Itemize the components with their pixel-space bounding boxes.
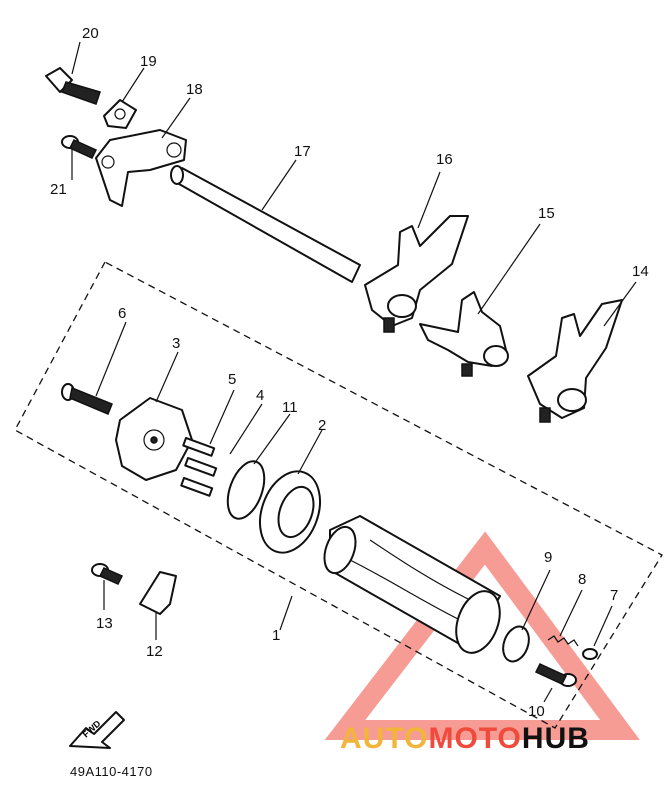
shift-fork-15: [419, 291, 509, 377]
callout-3: 3: [172, 335, 180, 352]
callout-12: 12: [146, 643, 163, 660]
watermark-logo: AUTOMOTOHUB: [340, 722, 590, 755]
callout-15: 15: [538, 205, 555, 222]
callout-8: 8: [578, 571, 586, 588]
pins-5: [180, 437, 218, 497]
screw-21: [61, 135, 98, 159]
callout-6: 6: [118, 305, 126, 322]
nut-19: [103, 99, 137, 129]
callout-2: 2: [318, 417, 326, 434]
watermark-triangle: [324, 531, 640, 740]
diagram-code: 49A110-4170: [70, 764, 153, 779]
stopper-12: [139, 571, 177, 615]
callout-20: 20: [82, 25, 99, 42]
fwd-arrow-icon: FWD: [69, 711, 125, 749]
segment-3: [115, 397, 193, 481]
bolt-20: [45, 67, 101, 105]
callout-4: 4: [256, 387, 264, 404]
callout-21: 21: [50, 181, 67, 198]
callout-10: 10: [528, 703, 545, 720]
callout-5: 5: [228, 371, 236, 388]
spring-8: [547, 635, 579, 647]
callout-7: 7: [610, 587, 618, 604]
callout-17: 17: [294, 143, 311, 160]
bolt-6: [61, 383, 113, 415]
shift-fork-16: [364, 215, 469, 333]
pin-7: [582, 648, 598, 660]
callout-11: 11: [282, 399, 298, 416]
shift-shaft: [170, 165, 361, 283]
screw-10: [534, 663, 577, 687]
callout-16: 16: [436, 151, 453, 168]
callout-numbers: 20 19 18 21 17 16 15 14 6 3 5 4 11 2 1 9…: [50, 25, 649, 720]
callout-13: 13: [96, 615, 113, 632]
callout-14: 14: [632, 263, 649, 280]
callout-18: 18: [186, 81, 203, 98]
shift-drum-1: [323, 515, 501, 654]
callout-19: 19: [140, 53, 157, 70]
bracket-18: [95, 129, 187, 207]
bearing-2: [259, 470, 321, 554]
callout-9: 9: [544, 549, 552, 566]
callout-1: 1: [272, 627, 280, 644]
washer-9: [502, 625, 530, 663]
screw-13: [91, 563, 124, 585]
shift-fork-14: [527, 299, 623, 423]
assembly-boundary: [14, 261, 663, 729]
leader-lines: [71, 41, 637, 703]
